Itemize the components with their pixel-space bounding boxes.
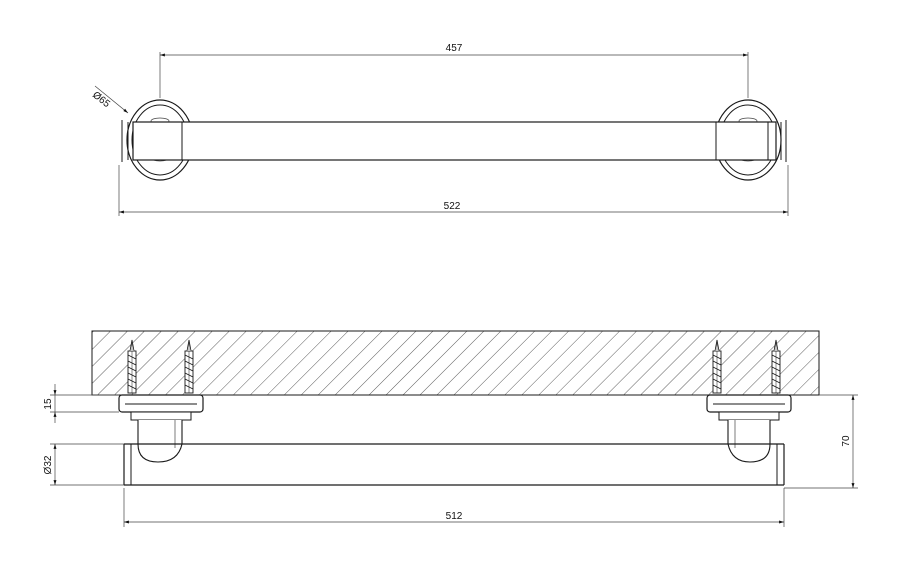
wall-anchors — [127, 339, 781, 394]
dimension-15: 15 — [43, 384, 119, 423]
dimension-522: 522 — [118, 165, 789, 216]
side-view: 15 Ø32 70 512 — [43, 330, 858, 527]
dimension-512: 512 — [123, 488, 785, 527]
anchor-2 — [184, 339, 194, 394]
wall-section — [91, 330, 820, 396]
dim-projection-label: 70 — [841, 435, 852, 447]
dim-overall-length-label: 522 — [444, 201, 461, 212]
left-mount — [118, 394, 204, 463]
grab-bar-tube-side — [123, 443, 785, 486]
dim-tube-length-label: 512 — [446, 511, 463, 522]
top-view: 457 Ø65 — [90, 43, 789, 216]
anchor-3 — [712, 339, 722, 394]
grab-bar-tube-top — [132, 121, 777, 161]
dimension-457: 457 — [159, 43, 749, 98]
dimension-tube-diameter: Ø32 — [43, 443, 124, 486]
dim-rosette-thickness-label: 15 — [43, 398, 54, 410]
dim-center-distance-label: 457 — [446, 43, 463, 54]
anchor-1 — [127, 339, 137, 394]
right-mount — [706, 394, 792, 463]
dimension-70: 70 — [784, 394, 858, 489]
dim-rosette-diameter-label: Ø65 — [90, 90, 112, 111]
anchor-4 — [771, 339, 781, 394]
dim-tube-diameter-label: Ø32 — [43, 455, 54, 474]
dimension-rosette-diameter: Ø65 — [90, 85, 129, 114]
